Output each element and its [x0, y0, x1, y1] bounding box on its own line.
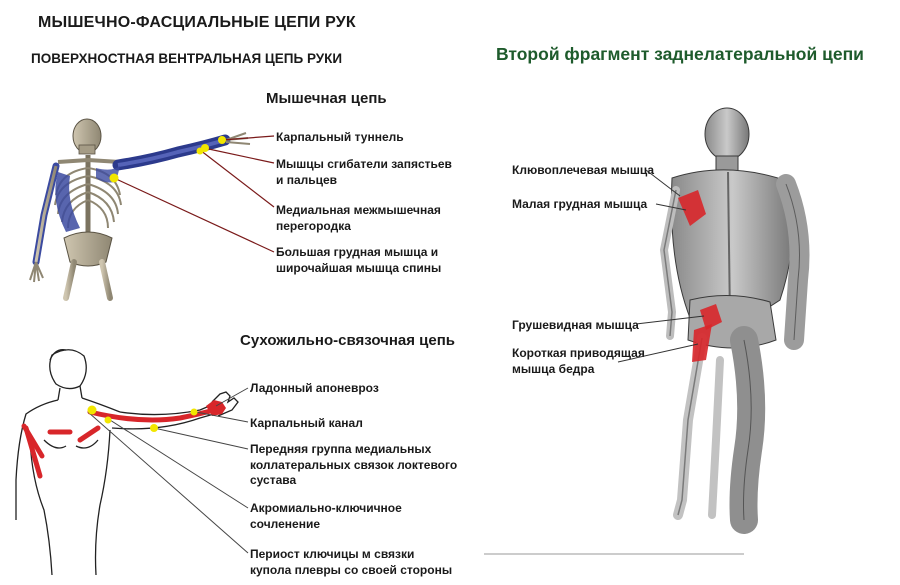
muscle-chain-markers	[109, 136, 226, 183]
tendon-chain-markers	[87, 405, 198, 432]
tendon-chain-paths	[21, 407, 217, 479]
muscle-chain-leaders	[113, 135, 275, 253]
main-title: МЫШЕЧНО-ФАСЦИАЛЬНЫЕ ЦЕПИ РУК	[38, 14, 356, 31]
label-coracobrachialis: Клювоплечевая мышца	[512, 163, 655, 177]
posterior-red-muscles	[678, 190, 722, 362]
palm-marker	[206, 400, 226, 416]
label-pectoralis-minor: Малая грудная мышца	[512, 197, 648, 211]
label-carpal-canal: Карпальный канал	[250, 416, 363, 430]
outline-figure	[15, 349, 239, 576]
subtitle: ПОВЕРХНОСТНАЯ ВЕНТРАЛЬНАЯ ЦЕПЬ РУКИ	[31, 51, 343, 66]
muscle-chain-heading: Мышечная цепь	[266, 90, 387, 107]
skeleton-figure	[29, 118, 251, 301]
tendon-chain-heading: Сухожильно-связочная цепь	[240, 332, 455, 349]
label-piriformis: Грушевидная мышца	[512, 318, 639, 332]
label-palmar-aponeurosis: Ладонный апоневроз	[250, 381, 379, 395]
posterior-chain-title: Второй фрагмент заднелатеральной цепи	[496, 44, 864, 64]
tendon-chain-leaders	[87, 387, 249, 554]
posterior-chain-leaders	[617, 169, 705, 363]
label-carpal-tunnel: Карпальный туннель	[276, 130, 404, 144]
posterior-figure	[659, 107, 810, 534]
